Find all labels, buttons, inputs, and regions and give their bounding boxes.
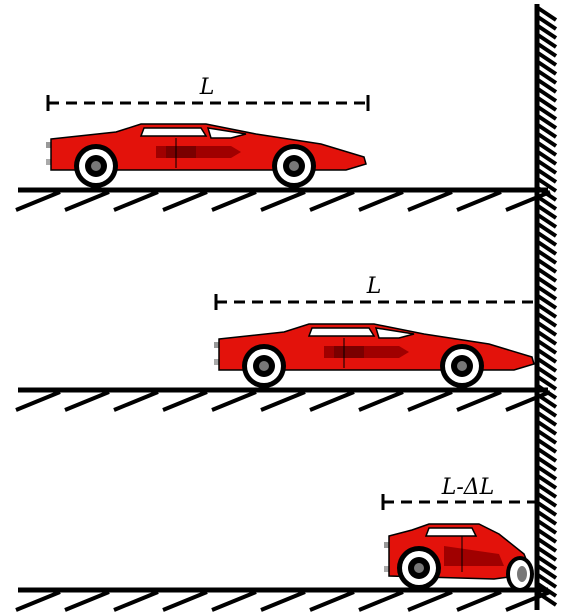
car-3-crushed [384, 524, 534, 592]
panel-2: L [16, 274, 550, 410]
length-label-3: L-ΔL [441, 475, 495, 500]
length-label-2: L [366, 274, 382, 299]
ground-2 [16, 390, 550, 410]
panel-1: L [16, 75, 550, 210]
length-marker-2: L [216, 274, 537, 310]
car-1 [46, 124, 366, 188]
ground-3 [16, 590, 550, 610]
car-2 [214, 324, 534, 388]
wall [537, 4, 556, 610]
length-marker-1: L [48, 75, 368, 111]
length-label-1: L [199, 75, 215, 100]
length-marker-3: L-ΔL [383, 475, 537, 510]
ground-1 [16, 190, 550, 210]
panel-3: L-ΔL [16, 475, 550, 610]
